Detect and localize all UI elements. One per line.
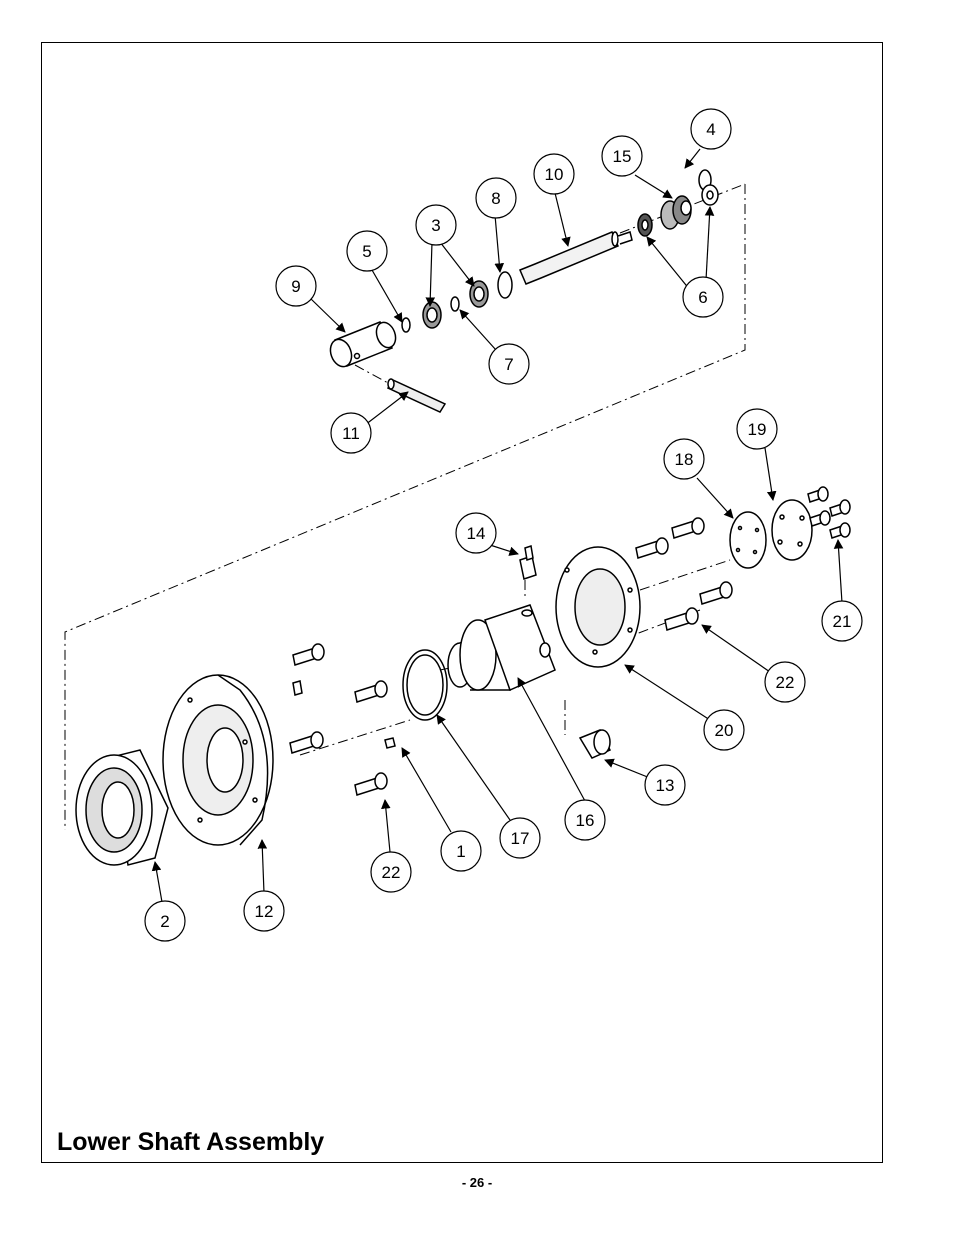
callout-22-upper: 22 [776, 673, 795, 692]
part-12-flange-housing [162, 674, 274, 846]
part-8-snap-ring [497, 271, 513, 299]
part-21-bolts [807, 486, 851, 539]
part-5-retaining-ring [401, 317, 411, 333]
callout-3: 3 [431, 216, 440, 235]
callout-20: 20 [715, 721, 734, 740]
part-18-plate [729, 511, 767, 569]
callout-21: 21 [833, 612, 852, 631]
callout-7: 7 [504, 355, 513, 374]
callout-9: 9 [291, 277, 300, 296]
part-13-elbow-fitting [578, 729, 612, 759]
callout-5: 5 [362, 242, 371, 261]
upper-shaft-parts [329, 169, 719, 413]
page-number: - 26 - [461, 1175, 493, 1190]
callout-labels: 4 15 10 8 3 5 9 6 7 11 19 18 14 21 22 20… [160, 120, 851, 931]
bolts-right-group [635, 517, 733, 631]
leader-lines [151, 148, 844, 903]
callout-17: 17 [511, 829, 530, 848]
diagram-frame [41, 42, 883, 1163]
part-3-bearing-right [469, 280, 489, 308]
callout-8: 8 [491, 189, 500, 208]
part-14-grease-fitting [519, 545, 537, 580]
part-16-hub [447, 604, 556, 692]
part-15-pulley [660, 195, 692, 230]
callout-6: 6 [698, 288, 707, 307]
callout-14: 14 [467, 524, 486, 543]
part-7-washer [450, 296, 460, 312]
callout-19: 19 [748, 420, 767, 439]
part-11-pin [386, 378, 447, 413]
callout-13: 13 [656, 776, 675, 795]
callout-10: 10 [545, 165, 564, 184]
part-9-sleeve [329, 321, 397, 368]
callout-2: 2 [160, 912, 169, 931]
part-19-cover [771, 499, 813, 561]
callout-11: 11 [342, 424, 360, 443]
part-10-shaft [519, 231, 633, 285]
callout-1: 1 [456, 842, 465, 861]
lower-housing-parts [75, 486, 851, 866]
callout-4: 4 [706, 120, 715, 139]
callout-16: 16 [576, 811, 595, 830]
callout-12: 12 [255, 902, 274, 921]
part-3-bearing-left [422, 301, 442, 329]
part-20-flange [555, 546, 641, 668]
callout-22-lower: 22 [382, 863, 401, 882]
page-title: Lower Shaft Assembly [57, 1128, 325, 1156]
callout-18: 18 [675, 450, 694, 469]
part-17-gasket [402, 649, 448, 721]
callout-15: 15 [613, 147, 632, 166]
callouts [144, 108, 863, 942]
bolts-left-group [289, 643, 396, 796]
part-2-roller-bearing [75, 749, 169, 866]
